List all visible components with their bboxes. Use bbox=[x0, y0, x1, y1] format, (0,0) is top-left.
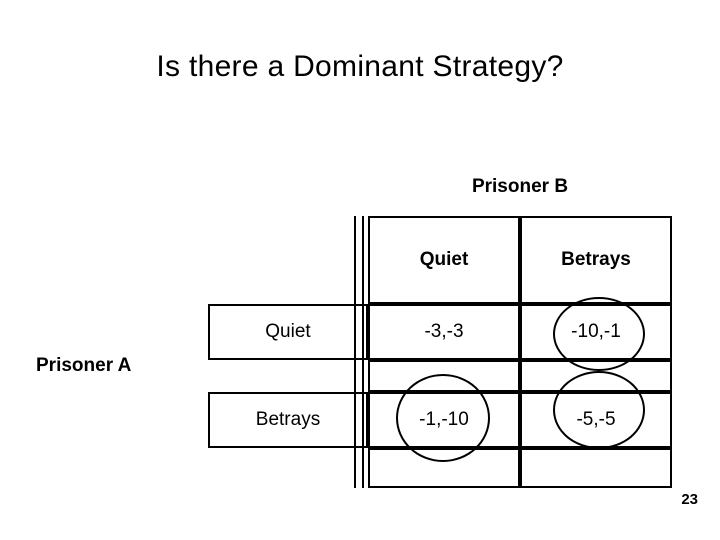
matrix-bottom-cell-left bbox=[368, 448, 520, 488]
payoff-value: -1,-10 bbox=[419, 409, 469, 430]
page-title: Is there a Dominant Strategy? bbox=[156, 50, 564, 83]
column-header-cell-quiet: Quiet bbox=[368, 216, 520, 304]
row-header-label: Quiet bbox=[265, 321, 311, 342]
payoff-value: -3,-3 bbox=[424, 321, 464, 342]
row-header-label: Betrays bbox=[255, 409, 321, 430]
payoff-cell-quiet-betrays: -10,-1 bbox=[520, 304, 672, 360]
column-header-cell-betrays: Betrays bbox=[520, 216, 672, 304]
matrix-divider-line-right bbox=[362, 216, 364, 488]
page-number: 23 bbox=[681, 491, 698, 508]
matrix-spacer-cell-right bbox=[520, 360, 672, 392]
matrix-divider-line-left bbox=[354, 216, 356, 488]
payoff-value: -10,-1 bbox=[571, 321, 621, 342]
payoff-cell-betrays-quiet: -1,-10 bbox=[368, 392, 520, 448]
matrix-spacer-cell-left bbox=[368, 360, 520, 392]
payoff-cell-quiet-quiet: -3,-3 bbox=[368, 304, 520, 360]
matrix-bottom-cell-right bbox=[520, 448, 672, 488]
column-header-label: Quiet bbox=[419, 249, 469, 270]
payoff-cell-betrays-betrays: -5,-5 bbox=[520, 392, 672, 448]
payoff-value: -5,-5 bbox=[576, 409, 616, 430]
column-player-label: Prisoner B bbox=[471, 176, 569, 197]
row-player-label: Prisoner A bbox=[36, 355, 132, 376]
row-header-cell-quiet: Quiet bbox=[208, 304, 368, 360]
row-header-cell-betrays: Betrays bbox=[208, 392, 368, 448]
column-header-label: Betrays bbox=[561, 249, 631, 270]
